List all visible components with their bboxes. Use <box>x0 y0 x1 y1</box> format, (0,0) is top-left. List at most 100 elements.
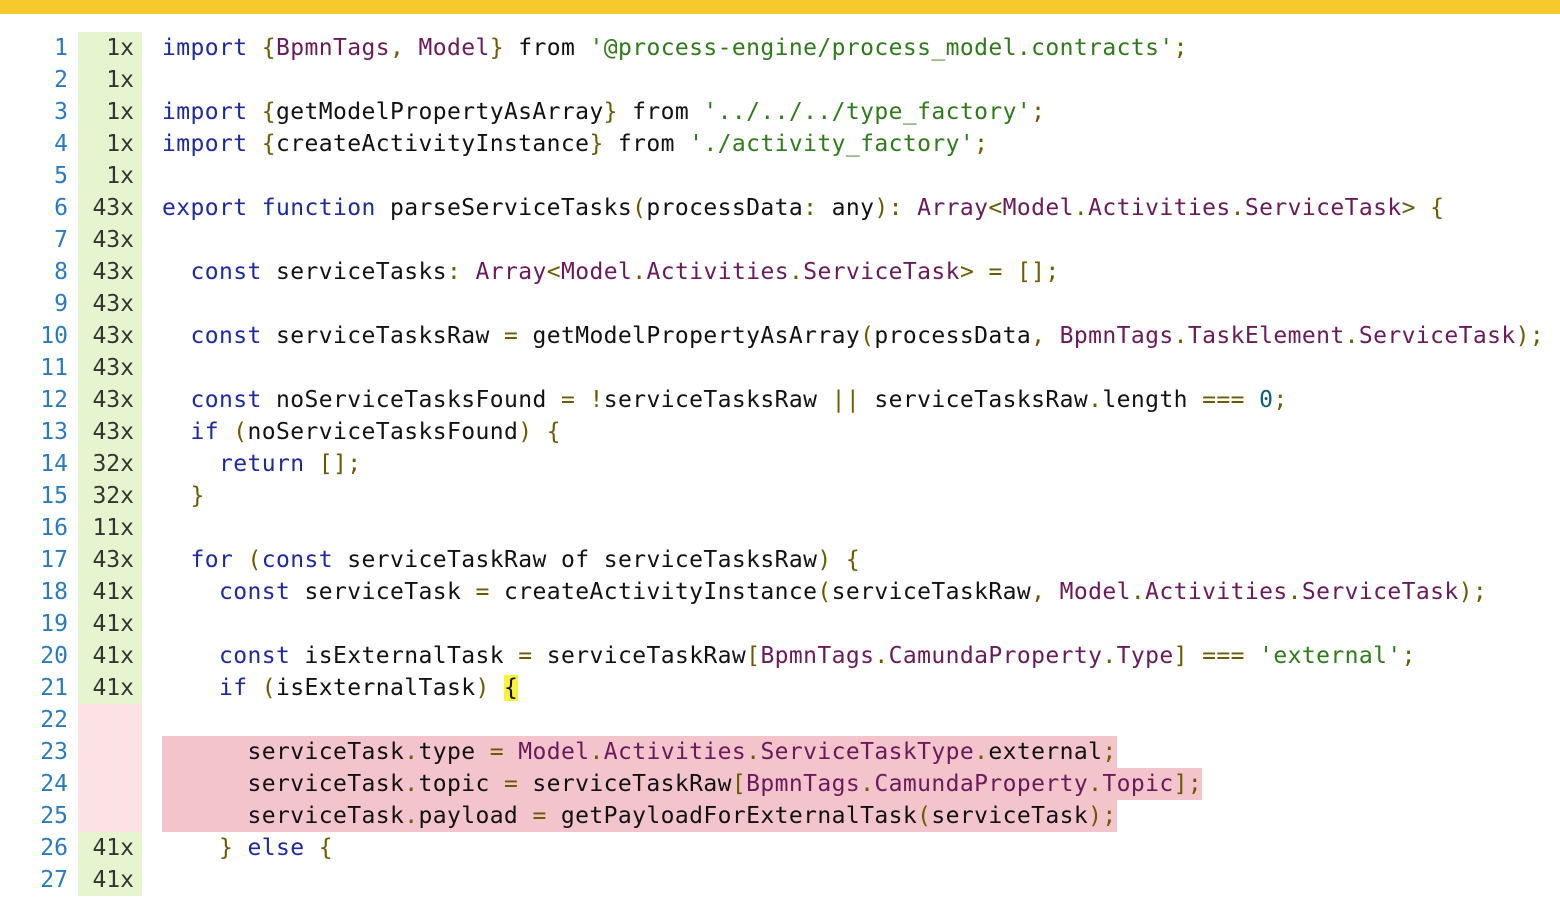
line-number[interactable]: 10 <box>40 323 68 349</box>
line-number[interactable]: 22 <box>40 707 68 733</box>
line-number[interactable]: 24 <box>40 771 68 797</box>
code-token: const <box>219 579 291 605</box>
line-number[interactable]: 5 <box>54 163 68 189</box>
code-token: serviceTaskRaw of serviceTasksRaw <box>333 547 818 573</box>
code-token: = <box>518 643 533 669</box>
line-number[interactable]: 23 <box>40 739 68 765</box>
hit-count: 43x <box>78 288 142 320</box>
code-token: getModelPropertyAsArray <box>275 99 604 125</box>
code-token <box>162 643 219 669</box>
line-number[interactable]: 26 <box>40 835 68 861</box>
hit-count: 43x <box>78 224 142 256</box>
code-token: { <box>318 835 333 861</box>
code-token: []; <box>318 451 362 477</box>
code-token: []; <box>1016 259 1060 285</box>
line-number[interactable]: 4 <box>54 131 68 157</box>
code-line: 24 serviceTask.topic = serviceTaskRaw[Bp… <box>0 768 1560 800</box>
line-number[interactable]: 3 <box>54 99 68 125</box>
code-token: ; <box>1102 739 1117 765</box>
code-token: serviceTask <box>931 803 1089 829</box>
line-number[interactable]: 8 <box>54 259 68 285</box>
code-token <box>1045 323 1059 349</box>
code-token: ; <box>1031 99 1046 125</box>
line-number[interactable]: 27 <box>40 867 68 893</box>
code-token <box>504 739 518 765</box>
code-token: BpmnTags <box>275 35 390 61</box>
line-number[interactable]: 13 <box>40 419 68 445</box>
code-token: : <box>446 259 462 285</box>
code-token: . <box>1088 771 1103 797</box>
code-token <box>575 387 589 413</box>
code-token: const <box>190 323 262 349</box>
line-number[interactable]: 12 <box>40 387 68 413</box>
hit-count: 41x <box>78 608 142 640</box>
code-token: < <box>546 259 561 285</box>
code-token: Activities <box>603 739 747 765</box>
code-token: else <box>247 835 305 861</box>
line-number[interactable]: 17 <box>40 547 68 573</box>
code-token: ServiceTask <box>803 259 960 285</box>
line-number[interactable]: 21 <box>40 675 68 701</box>
code-text: if (noServiceTasksFound) { <box>162 416 561 448</box>
code-token: type <box>418 739 490 765</box>
code-token <box>1416 195 1430 221</box>
code-token: [ <box>731 771 747 797</box>
line-number[interactable]: 19 <box>40 611 68 637</box>
code-token: ); <box>1088 803 1117 829</box>
code-token: > <box>1401 195 1416 221</box>
code-token: Activities <box>1145 579 1288 605</box>
line-number[interactable]: 1 <box>54 35 68 61</box>
code-token: Array <box>475 259 547 285</box>
code-token: ( <box>917 803 932 829</box>
code-token: . <box>404 803 419 829</box>
code-line: 22 <box>0 704 1560 736</box>
line-number[interactable]: 16 <box>40 515 68 541</box>
code-token: CamundaProperty <box>874 771 1089 797</box>
line-number[interactable]: 9 <box>54 291 68 317</box>
hit-count: 43x <box>78 544 142 576</box>
line-number[interactable]: 18 <box>40 579 68 605</box>
code-token: === <box>1202 643 1245 669</box>
line-number[interactable]: 14 <box>40 451 68 477</box>
hit-count <box>78 800 142 832</box>
hit-count: 11x <box>78 512 142 544</box>
hit-count <box>78 736 142 768</box>
code-token: === <box>1202 387 1245 413</box>
code-token <box>162 835 219 861</box>
code-token <box>903 195 917 221</box>
coverage-status-bar <box>0 0 1560 14</box>
code-token: , <box>1031 579 1046 605</box>
line-number[interactable]: 20 <box>40 643 68 669</box>
line-number[interactable]: 7 <box>54 227 68 253</box>
code-token: ( <box>860 323 875 349</box>
code-token <box>832 547 846 573</box>
code-token: const <box>190 387 262 413</box>
line-number[interactable]: 2 <box>54 67 68 93</box>
code-text: serviceTask.type = Model.Activities.Serv… <box>162 736 1117 768</box>
code-token <box>162 387 191 413</box>
code-token <box>233 835 247 861</box>
code-token: Model <box>418 35 490 61</box>
line-number[interactable]: 25 <box>40 803 68 829</box>
code-token: getPayloadForExternalTask <box>546 803 918 829</box>
code-token <box>1188 643 1202 669</box>
code-token: const <box>261 547 333 573</box>
code-token <box>162 323 191 349</box>
code-token <box>162 483 191 509</box>
line-number[interactable]: 11 <box>40 355 68 381</box>
code-token: TaskElement <box>1187 323 1345 349</box>
hit-count: 1x <box>78 96 142 128</box>
code-token: const <box>190 259 262 285</box>
code-token: payload <box>418 803 533 829</box>
code-token <box>162 259 191 285</box>
line-number[interactable]: 15 <box>40 483 68 509</box>
line-number[interactable]: 6 <box>54 195 68 221</box>
